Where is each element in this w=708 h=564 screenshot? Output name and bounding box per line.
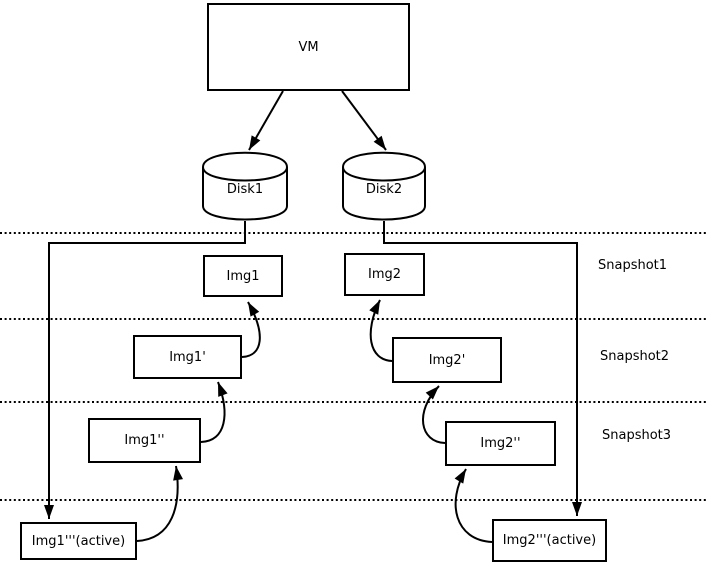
img1-prime-node: Img1' [133, 335, 242, 379]
img1-doubleprime-node: Img1'' [88, 418, 201, 463]
vm-to-disk1-arrow [248, 90, 284, 151]
arrow-img2-s3-to-img2-s2 [422, 385, 446, 444]
vm-node: VM [207, 3, 410, 91]
disk2-cylinder-body [342, 151, 426, 221]
vm-to-disk2-arrow [341, 90, 387, 151]
arrow-img2-active-to-img2-s3 [454, 468, 493, 543]
disk2-label: Disk2 [365, 182, 403, 197]
disk1-label: Disk1 [226, 182, 264, 197]
disk1-cylinder [202, 151, 288, 221]
img2-active-node: Img2'''(active) [492, 519, 607, 562]
arrow-img1-s3-to-img1-s2 [200, 381, 228, 443]
img2-node: Img2 [344, 253, 425, 296]
disk2-cylinder [342, 151, 426, 221]
img2-doubleprime-node: Img2'' [445, 421, 556, 466]
arrow-img1-s2-to-img1 [241, 301, 261, 358]
disk2-cylinder-rim [342, 166, 426, 182]
snapshot3-label: Snapshot3 [602, 428, 672, 443]
disk1-cylinder-rim [202, 166, 288, 182]
img2-prime-node: Img2' [392, 337, 502, 383]
disk1-cylinder-body [202, 151, 288, 221]
img1-active-node: Img1'''(active) [20, 522, 137, 560]
snapshot1-label: Snapshot1 [598, 258, 668, 273]
disk2-to-img2-active-line [383, 221, 582, 516]
disk1-to-img1-active-line [44, 221, 246, 519]
img1-node: Img1 [203, 255, 283, 297]
arrow-img1-active-to-img1-s3 [136, 465, 184, 542]
arrow-img2-s2-to-img2 [369, 299, 393, 362]
snapshot2-label: Snapshot2 [600, 349, 670, 364]
